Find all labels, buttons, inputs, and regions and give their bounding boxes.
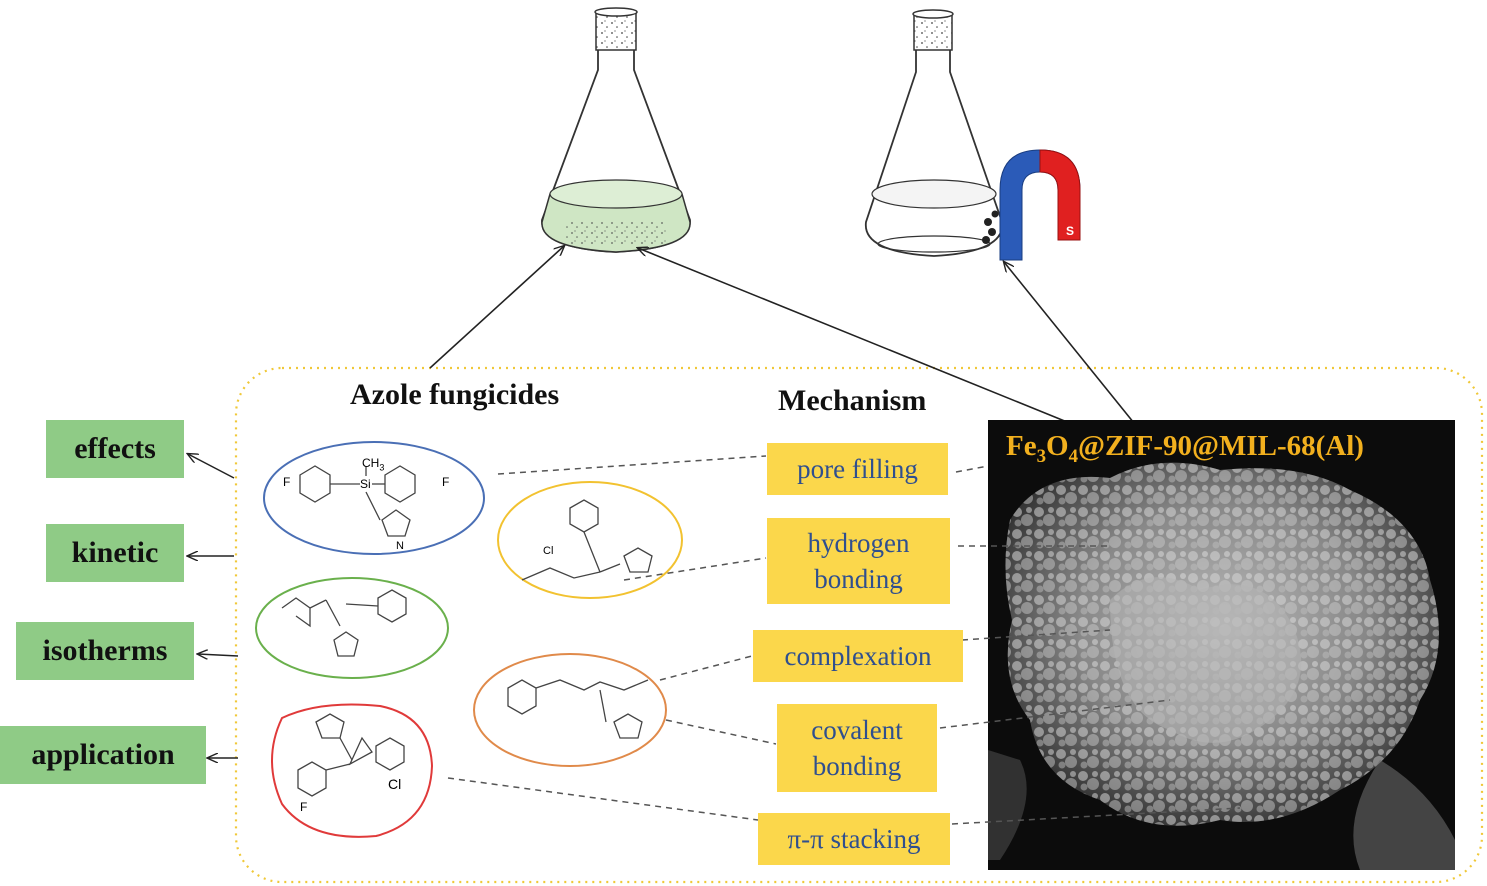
molecule-ellipse-epoxiconazole <box>271 703 434 838</box>
mechanism-complexation: complexation <box>753 630 963 682</box>
heading-azole-fungicides: Azole fungicides <box>350 378 560 411</box>
mechanism-covalent-bonding: covalent bonding <box>777 704 937 792</box>
flask-left <box>541 7 691 253</box>
mechanism-hydrogen-bonding: hydrogen bonding <box>767 518 950 604</box>
flask-right <box>865 9 1081 261</box>
outcome-isotherms: isotherms <box>16 622 194 680</box>
molecule-ellipse-flusilazole <box>263 441 485 555</box>
magnet-n-label: N <box>1024 244 1033 258</box>
molecule-ellipse-climbazole <box>255 577 449 679</box>
atom-label-f: F <box>300 800 308 814</box>
outcome-kinetic: kinetic <box>46 524 184 582</box>
atom-label-cl: Cl <box>388 776 402 792</box>
mechanism-pi-pi-stacking: π-π stacking <box>758 813 950 865</box>
atom-label-n: N <box>396 540 404 552</box>
sem-title: Fe3O4@ZIF-90@MIL-68(Al) <box>1006 430 1364 467</box>
outcome-effects: effects <box>46 420 184 478</box>
heading-mechanism: Mechanism <box>778 384 927 417</box>
atom-label-f: F <box>442 475 450 489</box>
atom-label-f: F <box>283 475 291 489</box>
molecule-ellipse-miconazole <box>497 481 683 599</box>
outcome-application: application <box>0 726 206 784</box>
atom-label-cl: Cl <box>543 545 554 557</box>
atom-label-si: Si <box>360 477 371 491</box>
sem-image <box>988 420 1455 870</box>
mechanism-pore-filling: pore filling <box>767 443 948 495</box>
atom-label-ch3: CH3 <box>362 456 385 473</box>
magnet-s-label: S <box>1066 224 1075 238</box>
dotted-frame <box>234 366 1484 884</box>
molecule-ellipse-prochloraz <box>473 653 667 767</box>
